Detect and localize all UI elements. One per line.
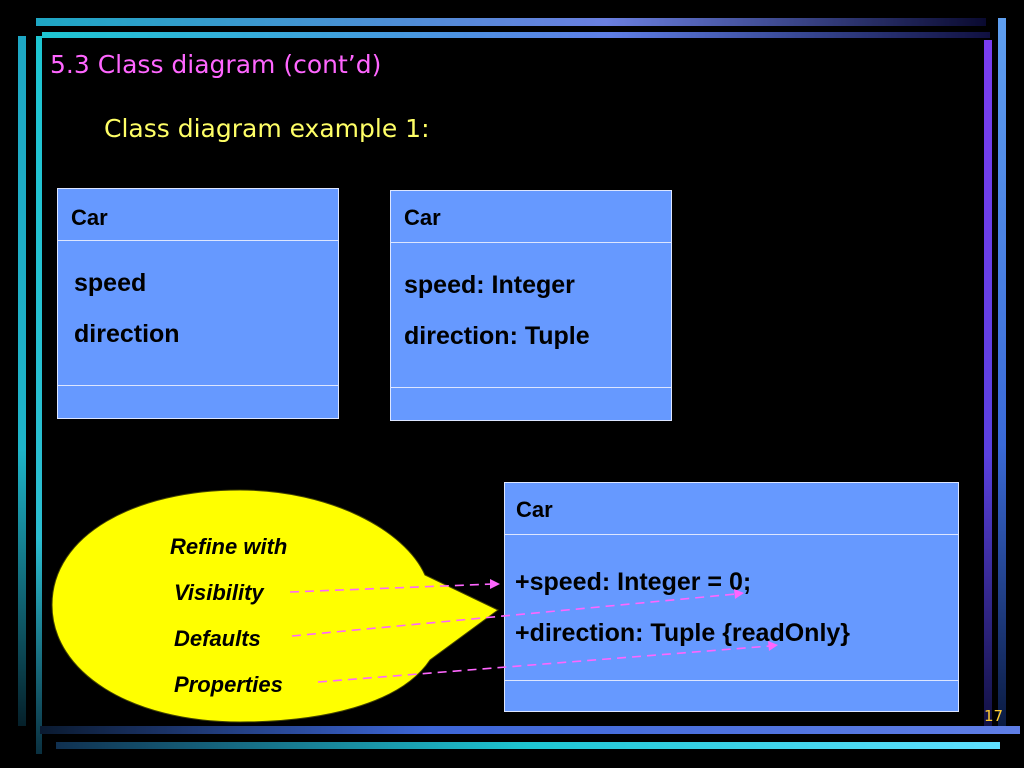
class-attribute: +direction: Tuple {readOnly} <box>515 619 851 647</box>
frame-bar-top-inner <box>42 32 990 38</box>
class-attributes-compartment: speed: Integer direction: Tuple <box>391 243 671 388</box>
class-box-car-refined: Car +speed: Integer = 0; +direction: Tup… <box>504 482 959 712</box>
callout-item-properties: Properties <box>174 672 283 697</box>
callout-item-visibility: Visibility <box>174 580 264 605</box>
arrow-visibility <box>289 583 495 593</box>
frame-bar-top-outer <box>36 18 986 26</box>
class-name: Car <box>391 191 671 243</box>
class-attribute: direction: Tuple <box>404 322 590 350</box>
class-attributes-compartment: speed direction <box>58 241 338 386</box>
class-attributes-compartment: +speed: Integer = 0; +direction: Tuple {… <box>505 535 958 681</box>
arrowhead-properties <box>768 641 778 651</box>
frame-bar-left-outer <box>18 36 26 726</box>
class-attribute: +speed: Integer = 0; <box>515 568 752 596</box>
class-box-car-typed: Car speed: Integer direction: Tuple <box>390 190 672 421</box>
frame-bar-right-outer <box>998 18 1006 728</box>
frame-bar-bottom-lower <box>56 742 1000 749</box>
arrow-properties <box>317 645 771 683</box>
slide-subtitle: Class diagram example 1: <box>104 114 430 143</box>
page-number: 17 <box>984 707 1004 725</box>
class-attribute: speed <box>74 269 147 297</box>
callout-heading: Refine with <box>170 534 288 559</box>
class-name: Car <box>58 189 338 241</box>
callout-bubble-shape <box>51 489 499 723</box>
arrowhead-defaults <box>734 589 744 599</box>
class-name: Car <box>505 483 958 535</box>
frame-bar-bottom-upper <box>40 726 1020 734</box>
arrow-defaults <box>291 593 737 637</box>
frame-bar-left-inner <box>36 36 42 754</box>
arrowhead-visibility <box>490 579 500 589</box>
class-attribute: speed: Integer <box>404 271 575 299</box>
callout-item-defaults: Defaults <box>174 626 261 651</box>
class-box-car-basic: Car speed direction <box>57 188 339 419</box>
class-attribute: direction <box>74 320 180 348</box>
slide-title: 5.3 Class diagram (cont’d) <box>50 50 382 79</box>
frame-bar-right-inner <box>984 40 992 730</box>
